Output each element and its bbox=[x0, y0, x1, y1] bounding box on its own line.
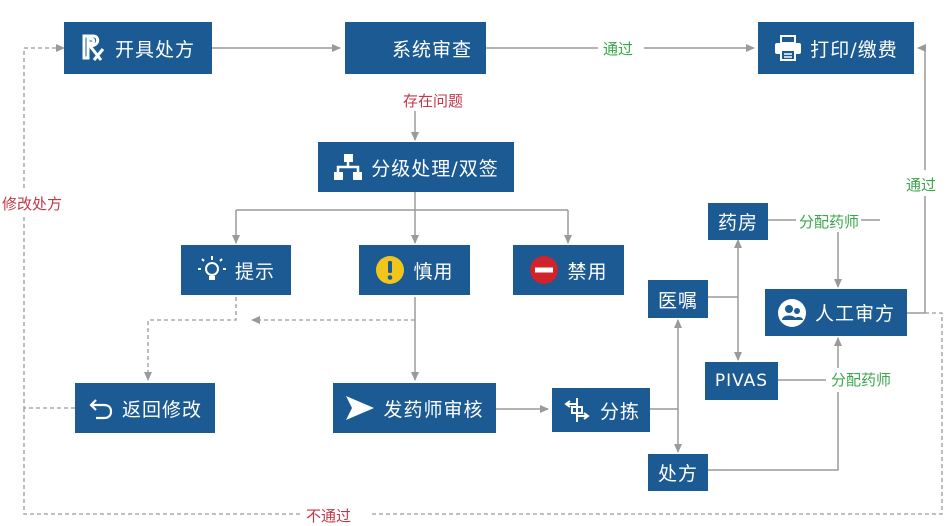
node-medical-order: 医嘱 bbox=[648, 280, 708, 318]
prescription-label: 处方 bbox=[657, 463, 698, 485]
edge-return-up bbox=[23, 215, 75, 409]
edge-modify-to-prescribe bbox=[23, 44, 65, 188]
prescribe-label: 开具处方 bbox=[114, 38, 195, 61]
lightbulb-icon bbox=[197, 255, 227, 285]
edge-prescription-to-assign bbox=[708, 392, 839, 471]
pivas-label: PIVAS bbox=[714, 371, 769, 391]
edge-manual-fail-right bbox=[372, 312, 943, 515]
grade-handle-label: 分级处理/双签 bbox=[371, 157, 499, 180]
edge-prompt-to-return bbox=[144, 297, 237, 381]
pharmacy-label: 药房 bbox=[717, 212, 758, 234]
node-caution: 慎用 bbox=[359, 245, 470, 295]
hierarchy-icon bbox=[333, 153, 363, 181]
dispense-review-label: 发药师审核 bbox=[383, 398, 484, 421]
label-not-pass: 不通过 bbox=[304, 505, 354, 526]
node-prompt: 提示 bbox=[181, 245, 291, 295]
edge-manual-to-pass bbox=[907, 196, 926, 314]
caution-label: 慎用 bbox=[413, 260, 454, 283]
system-review-label: 系统审查 bbox=[391, 38, 472, 61]
node-system-review: 系统审查 bbox=[345, 22, 486, 74]
people-icon bbox=[777, 298, 807, 328]
rx-icon bbox=[81, 33, 107, 63]
node-pharmacy: 药房 bbox=[708, 203, 768, 240]
forbid-label: 禁用 bbox=[567, 260, 608, 283]
node-manual-review: 人工审方 bbox=[765, 289, 907, 336]
warning-icon bbox=[375, 255, 405, 285]
print-pay-label: 打印/缴费 bbox=[810, 38, 898, 61]
sorting-label: 分拣 bbox=[599, 400, 640, 423]
node-forbid: 禁用 bbox=[513, 245, 624, 295]
label-assign-pharmacist-2: 分配药师 bbox=[829, 369, 894, 390]
undo-arrow-icon bbox=[88, 396, 114, 420]
label-has-issue: 存在问题 bbox=[401, 90, 466, 111]
label-pass-top: 通过 bbox=[601, 38, 636, 59]
send-arrow-icon bbox=[345, 395, 375, 421]
node-print-pay: 打印/缴费 bbox=[758, 22, 914, 74]
node-return-modify: 返回修改 bbox=[75, 383, 215, 433]
node-pivas: PIVAS bbox=[705, 362, 778, 400]
label-assign-pharmacist-1: 分配药师 bbox=[797, 211, 862, 232]
node-grade-handle: 分级处理/双签 bbox=[318, 142, 514, 192]
node-prescription: 处方 bbox=[648, 454, 708, 491]
node-sorting: 分拣 bbox=[552, 388, 650, 432]
edge-fail-to-left bbox=[23, 408, 300, 515]
no-entry-icon bbox=[529, 255, 559, 285]
medical-order-label: 医嘱 bbox=[657, 289, 698, 312]
return-modify-label: 返回修改 bbox=[121, 398, 202, 421]
node-dispense-review: 发药师审核 bbox=[333, 383, 496, 433]
label-pass-right: 通过 bbox=[906, 174, 937, 195]
label-modify-prescription: 修改处方 bbox=[2, 193, 63, 214]
manual-review-label: 人工审方 bbox=[814, 303, 895, 325]
printer-icon bbox=[774, 35, 802, 61]
directions-icon bbox=[562, 396, 592, 424]
node-prescribe: 开具处方 bbox=[64, 22, 212, 74]
edge-pass-to-print-right bbox=[917, 44, 926, 170]
prompt-label: 提示 bbox=[234, 260, 275, 283]
